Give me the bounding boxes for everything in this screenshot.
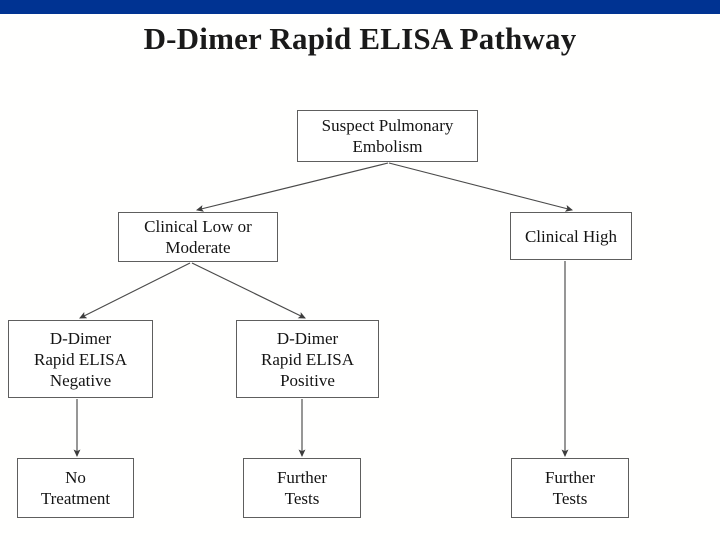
node-d-dimer-rapid-elisa-positive[interactable]: D-Dimer Rapid ELISA Positive <box>236 320 379 398</box>
node-further-tests-high-branch[interactable]: Further Tests <box>511 458 629 518</box>
edge-root-to-lowmod <box>195 162 389 212</box>
edge-lowmod-to-negative <box>79 262 191 319</box>
page-title: D-Dimer Rapid ELISA Pathway <box>143 21 577 56</box>
node-further-tests-positive-branch[interactable]: Further Tests <box>243 458 361 518</box>
node-d-dimer-rapid-elisa-negative[interactable]: D-Dimer Rapid ELISA Negative <box>8 320 153 398</box>
node-clinical-low-or-moderate[interactable]: Clinical Low or Moderate <box>118 212 278 262</box>
node-suspect-pulmonary-embolism[interactable]: Suspect Pulmonary Embolism <box>297 110 478 162</box>
slide-accent-bar <box>0 0 720 14</box>
node-no-treatment[interactable]: No Treatment <box>17 458 134 518</box>
edge-root-to-high <box>388 162 574 212</box>
edge-lowmod-to-positive <box>191 262 306 319</box>
node-clinical-high[interactable]: Clinical High <box>510 212 632 260</box>
